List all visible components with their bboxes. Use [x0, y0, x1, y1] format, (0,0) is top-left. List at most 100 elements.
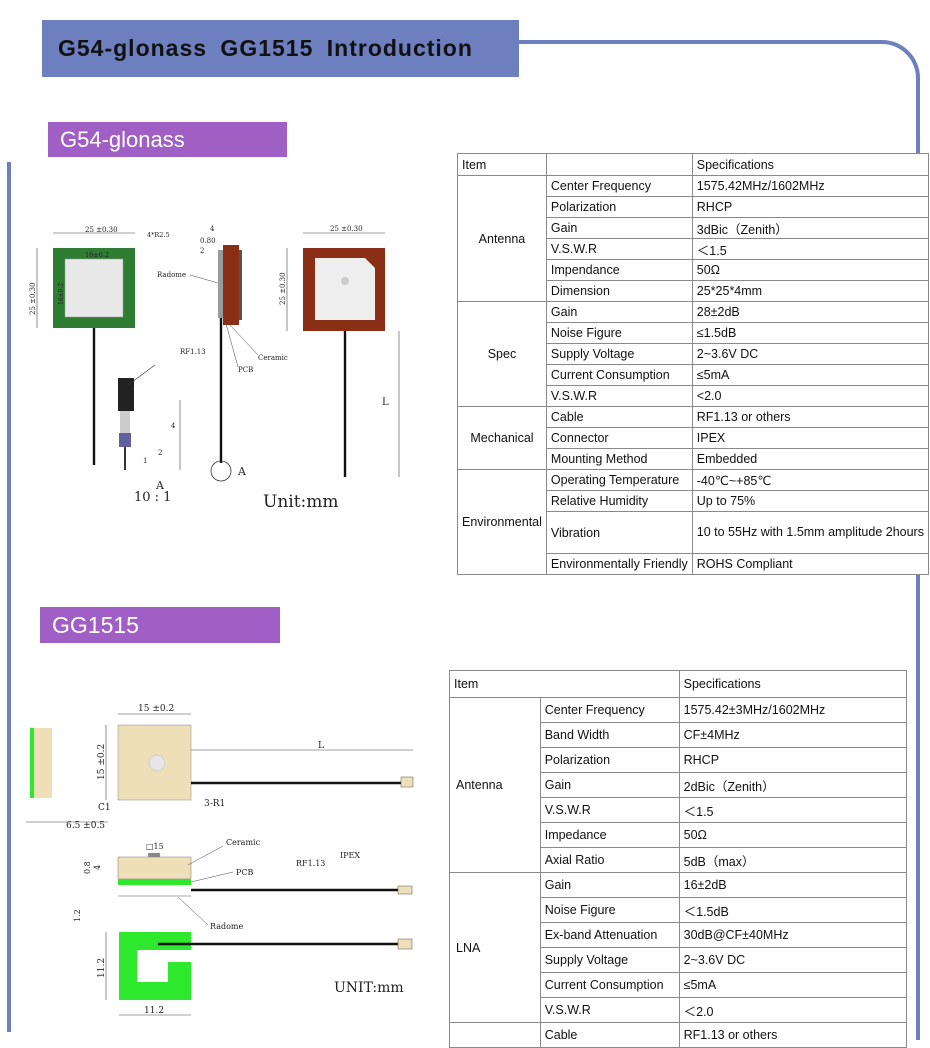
param-cell: Mounting Method [545, 448, 693, 470]
table-row: Noise Figure≤1.5dB [458, 322, 929, 344]
param-cell: Relative Humidity [545, 490, 693, 512]
gg1515-dim-15v: 15 ±0.2 [97, 744, 107, 780]
gg1515-dim-08: 0.8 [83, 861, 92, 874]
g54-detail-2: 2 [158, 449, 162, 457]
value-cell: Embedded [691, 448, 929, 470]
g54-dim-right-left: 25 ±0.30 [279, 272, 287, 305]
value-cell: 10 to 55Hz with 1.5mm amplitude 2hours [691, 511, 929, 554]
value-cell: 1575.42MHz/1602MHz [691, 175, 929, 197]
value-cell: 16±2dB [678, 872, 908, 898]
frame-left-line [7, 162, 11, 1032]
param-cell: Gain [539, 772, 680, 798]
g54-detail-1: 1 [143, 457, 147, 465]
g54-dim-080: 0.80 [200, 237, 216, 245]
param-cell: Band Width [539, 722, 680, 748]
param-cell: Connector [545, 427, 693, 449]
value-cell: Up to 75% [691, 490, 929, 512]
table-row: Noise Figure＜1.5dB [450, 897, 908, 923]
gg1515-label-radome: Radome [210, 922, 244, 931]
value-cell: 2dBic（Zenith） [678, 772, 908, 798]
gg1515-dim-65: 6.5 ±0.5 [66, 821, 105, 831]
gg1515-box15: □15 [146, 842, 164, 851]
param-cell: Noise Figure [539, 897, 680, 923]
gg1515-label-pcb: PCB [236, 868, 254, 877]
g54-side-ceramic [223, 245, 239, 325]
value-cell: ＜1.5 [678, 797, 908, 823]
param-cell: Gain [545, 301, 693, 323]
param-cell: Dimension [545, 280, 693, 302]
value-cell: ≤5mA [678, 972, 908, 998]
g54-dim-left: 25 ±0.30 [29, 282, 37, 315]
table-row: V.S.W.R＜1.5 [450, 797, 908, 823]
value-cell: 30dB@CF±40MHz [678, 922, 908, 948]
group-label [449, 1022, 541, 1048]
param-cell: Polarization [539, 747, 680, 773]
value-cell: ≤1.5dB [691, 322, 929, 344]
gg1515-length: L [318, 741, 324, 751]
g54-label-ceramic: Ceramic [258, 354, 288, 362]
param-cell: Gain [539, 872, 680, 898]
param-cell: Impendance [545, 259, 693, 281]
table-row: Current Consumption≤5mA [450, 972, 908, 998]
value-cell: <2.0 [691, 385, 929, 407]
param-cell: Cable [539, 1022, 680, 1048]
value-cell: ＜2.0 [678, 997, 908, 1023]
param-cell: Polarization [545, 196, 693, 218]
g54-ceramic-top [64, 258, 124, 318]
value-cell: 50Ω [678, 822, 908, 848]
param-cell: V.S.W.R [539, 997, 680, 1023]
gg1515-dim-15: 15 ±0.2 [138, 704, 174, 714]
gg1515-side-profile [30, 728, 52, 798]
g54-scale: 10 : 1 [134, 490, 171, 505]
table-row: Current Consumption≤5mA [458, 364, 929, 386]
param-cell: Vibration [545, 511, 693, 554]
param-cell: Supply Voltage [545, 343, 693, 365]
param-cell: Current Consumption [539, 972, 680, 998]
g54-dim-inner: 16±0.2 [85, 251, 109, 259]
group-label: Spec [457, 301, 547, 407]
group-label: LNA [449, 872, 541, 1023]
param-cell: Environmentally Friendly [545, 553, 693, 575]
g54-view-a: A [155, 479, 165, 492]
gg1515-r1: 3-R1 [204, 799, 225, 809]
g54-label-rf113: RF1.13 [180, 348, 206, 356]
value-cell: 2~3.6V DC [678, 947, 908, 973]
header-spec: Specifications [678, 670, 908, 698]
g54-dim-4: 4 [210, 225, 215, 233]
value-cell: 50Ω [691, 259, 929, 281]
gg1515-dim-4: 4 [93, 865, 102, 870]
page-title: G54-glonass GG1515 Introduction [42, 20, 519, 77]
param-cell: Supply Voltage [539, 947, 680, 973]
section-title-gg1515: GG1515 [40, 607, 280, 643]
group-label: Environmental [457, 469, 547, 575]
g54-dim-top: 25 ±0.30 [85, 226, 118, 234]
g54-view-a2: A [237, 465, 247, 478]
value-cell: RF1.13 or others [691, 406, 929, 428]
value-cell: RF1.13 or others [678, 1022, 908, 1048]
value-cell: CF±4MHz [678, 722, 908, 748]
param-cell: Gain [545, 217, 693, 239]
header-item: Item [457, 153, 547, 176]
group-label: Mechanical [457, 406, 547, 470]
gg1515-unit: UNIT:mm [334, 980, 404, 996]
g54-side-pcb [218, 250, 223, 318]
value-cell: 28±2dB [691, 301, 929, 323]
gg1515-side-ceramic [117, 856, 192, 880]
param-cell: Current Consumption [545, 364, 693, 386]
value-cell: RHCP [678, 747, 908, 773]
gg1515-c1: C1 [98, 803, 111, 813]
value-cell: 25*25*4mm [691, 280, 929, 302]
